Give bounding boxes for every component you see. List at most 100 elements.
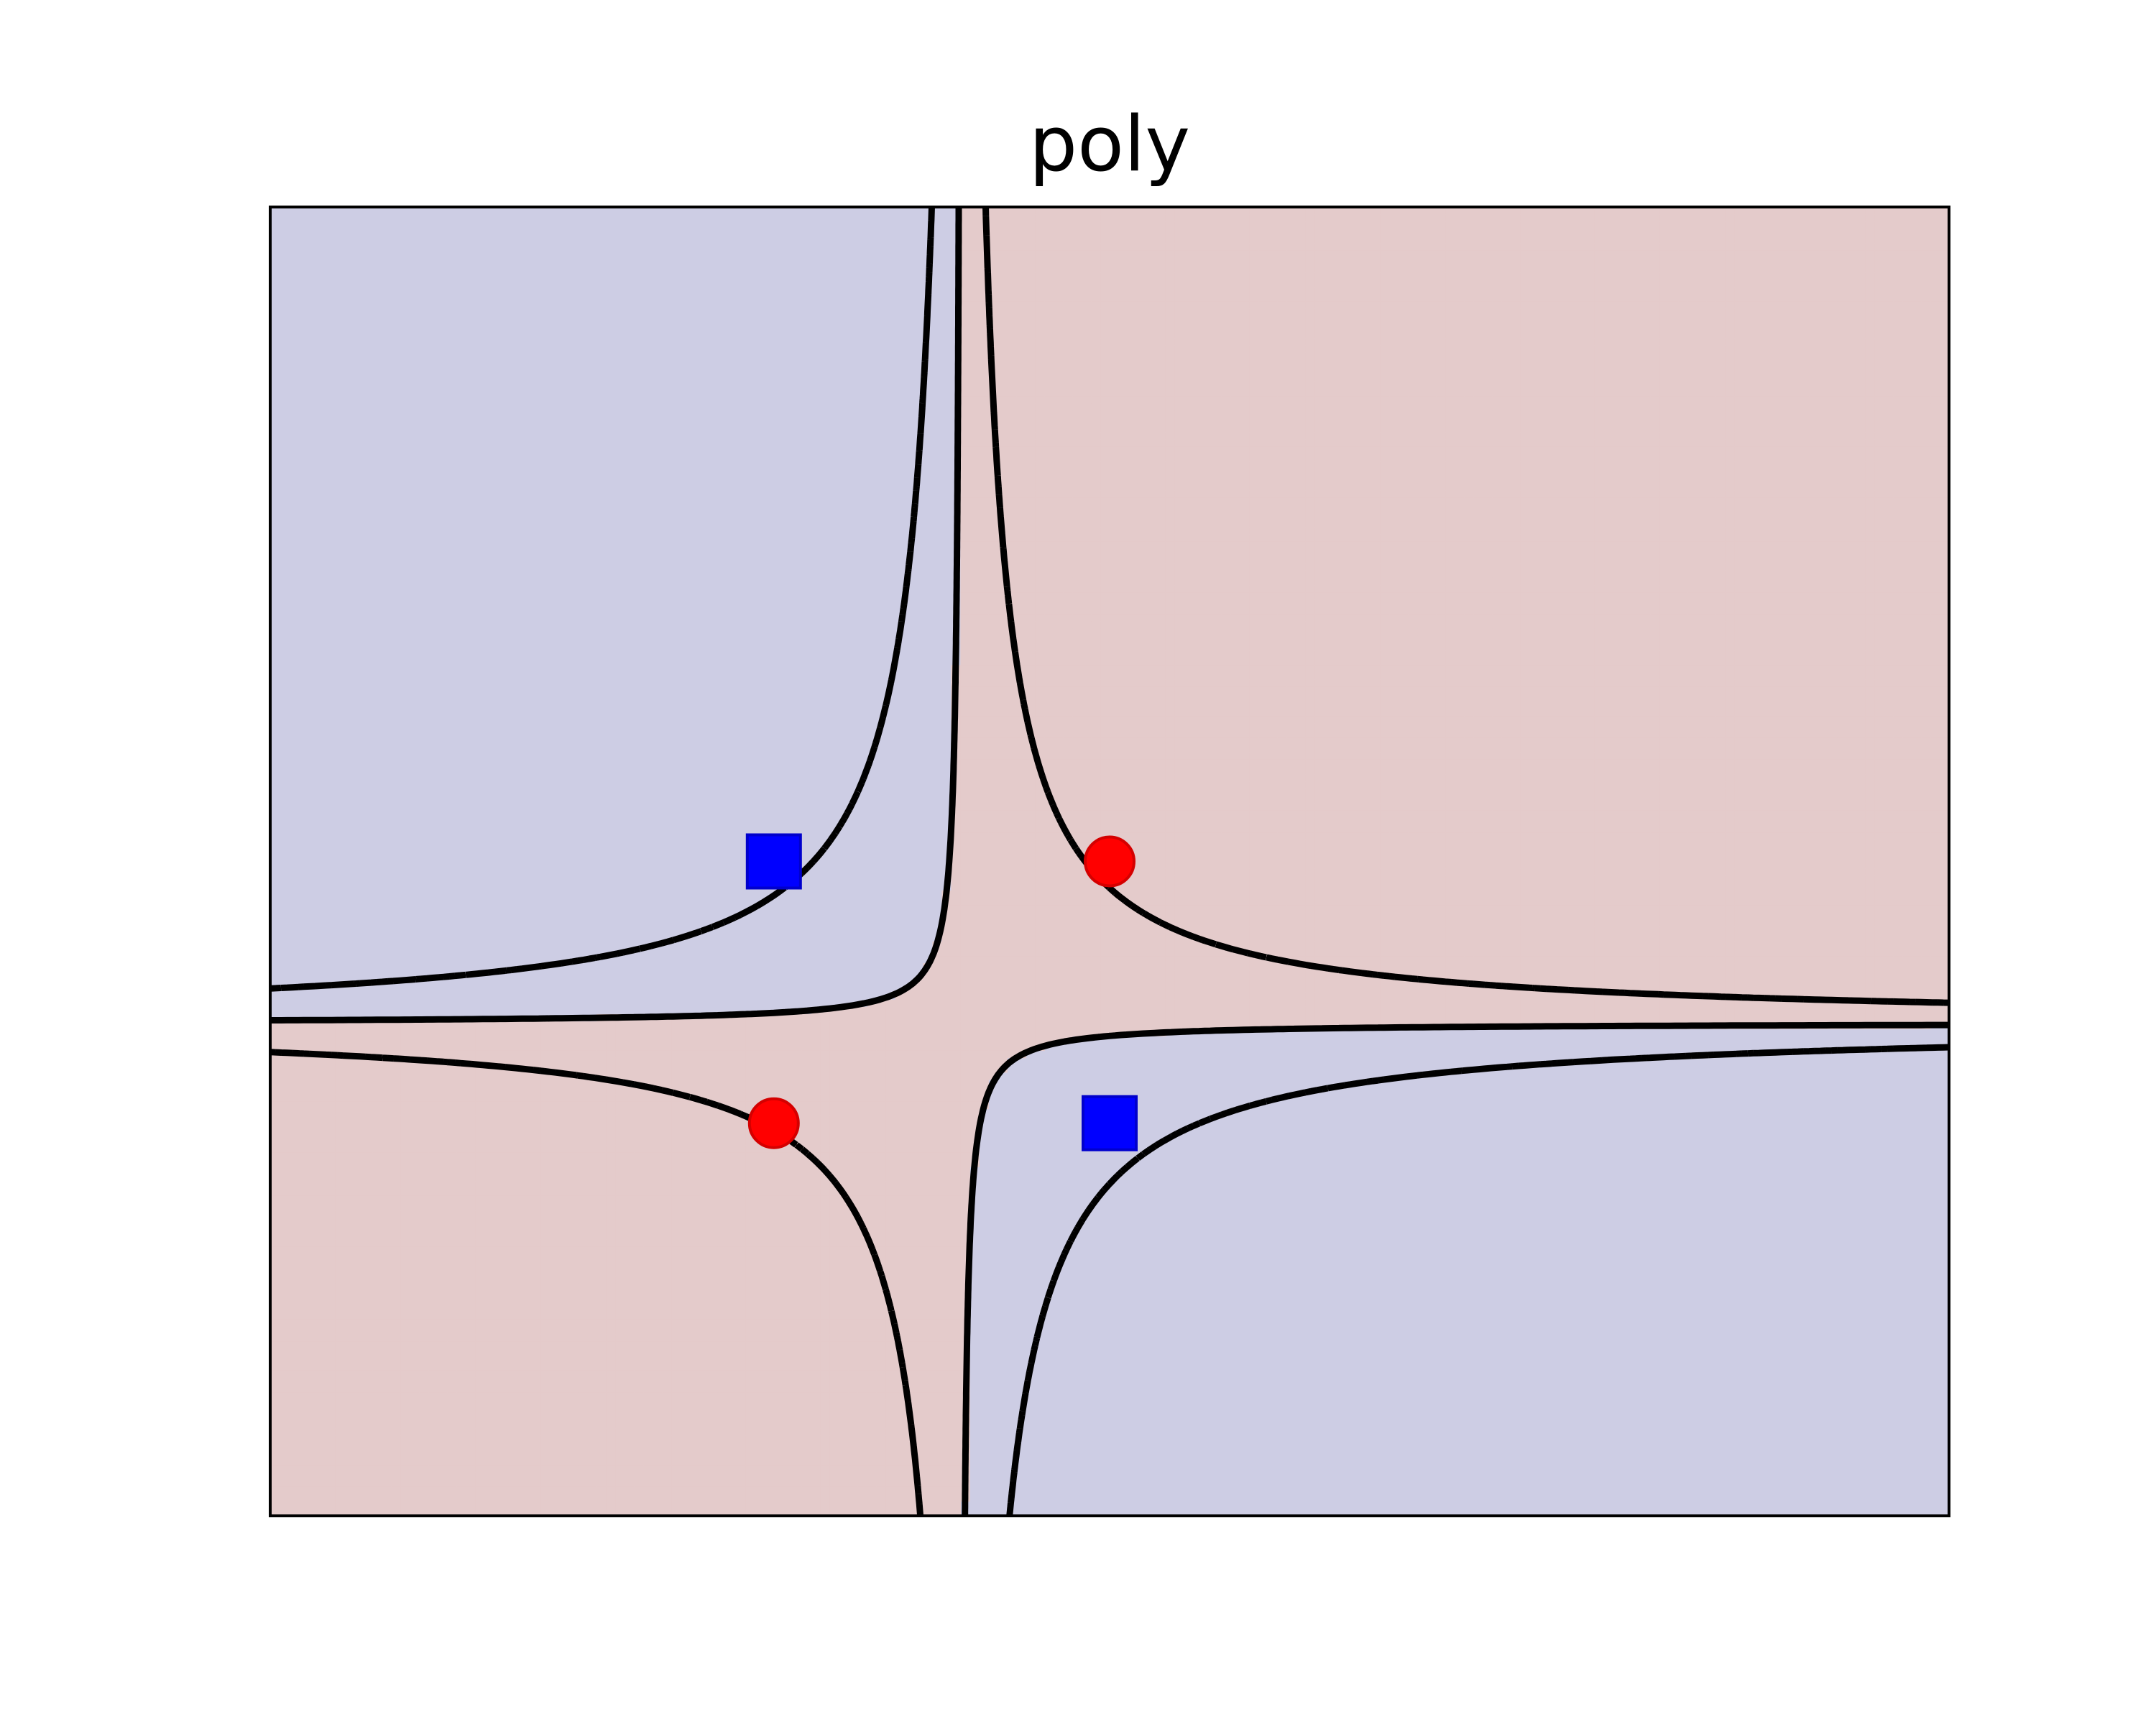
region-cell-positive xyxy=(1930,469,1940,477)
region-cell-positive xyxy=(1110,243,1120,252)
region-cell-positive xyxy=(1408,367,1418,375)
region-cell-positive xyxy=(1678,338,1689,346)
region-cell-positive xyxy=(1380,221,1390,229)
region-cell-positive xyxy=(1725,396,1736,404)
region-cell-positive xyxy=(1622,287,1633,295)
region-cell-positive xyxy=(988,541,998,550)
region-cell-positive xyxy=(1174,374,1185,382)
region-cell-positive xyxy=(1296,512,1307,520)
region-cell-positive xyxy=(1772,490,1782,499)
region-cell-positive xyxy=(1184,352,1194,361)
region-cell-positive xyxy=(1091,257,1101,266)
region-cell-positive xyxy=(1818,272,1828,280)
region-cell-positive xyxy=(1082,527,1092,535)
region-cell-positive xyxy=(1305,250,1316,259)
region-cell-positive xyxy=(1585,323,1595,331)
region-cell-positive xyxy=(1118,323,1129,331)
region-cell-positive xyxy=(1221,446,1232,455)
region-cell-positive xyxy=(1063,418,1073,426)
region-cell-positive xyxy=(1026,388,1036,397)
region-cell-positive xyxy=(969,505,980,513)
region-cell-positive xyxy=(1715,250,1726,259)
region-cell-positive xyxy=(1734,272,1745,280)
region-cell-positive xyxy=(1520,461,1530,469)
region-cell-positive xyxy=(1305,301,1316,310)
region-cell-positive xyxy=(1725,367,1736,375)
region-cell-positive xyxy=(1856,257,1866,266)
region-cell-positive xyxy=(1865,374,1875,382)
region-cell-positive xyxy=(1165,512,1176,520)
region-cell-positive xyxy=(1669,410,1680,418)
region-cell-positive xyxy=(1110,446,1120,455)
region-cell-positive xyxy=(1436,308,1446,317)
region-cell-positive xyxy=(1455,221,1465,229)
region-cell-positive xyxy=(998,490,1008,499)
region-cell-positive xyxy=(1352,490,1362,499)
region-cell-positive xyxy=(1566,359,1577,368)
region-cell-positive xyxy=(1118,359,1129,368)
region-cell-positive xyxy=(1026,287,1036,295)
region-cell-positive xyxy=(1772,418,1782,426)
region-cell-positive xyxy=(1054,287,1064,295)
region-cell-positive xyxy=(1501,439,1511,448)
region-cell-positive xyxy=(1641,374,1651,382)
region-cell-positive xyxy=(1781,345,1791,353)
region-cell-positive xyxy=(1296,352,1307,361)
region-cell-positive xyxy=(1035,432,1045,441)
region-cell-positive xyxy=(1566,301,1577,310)
region-cell-positive xyxy=(1202,461,1213,469)
region-cell-positive xyxy=(1324,243,1335,252)
region-cell-positive xyxy=(1566,294,1577,303)
region-cell-positive xyxy=(1342,243,1353,252)
region-cell-positive xyxy=(1240,476,1250,484)
region-cell-positive xyxy=(1240,497,1250,506)
region-cell-positive xyxy=(1930,214,1940,222)
region-cell-positive xyxy=(1268,214,1279,222)
region-cell-positive xyxy=(1511,345,1521,353)
region-cell-positive xyxy=(1837,250,1847,259)
region-cell-positive xyxy=(1893,221,1903,229)
region-cell-positive xyxy=(1361,264,1371,273)
region-cell-positive xyxy=(1856,359,1866,368)
region-cell-positive xyxy=(1743,403,1754,411)
region-cell-positive xyxy=(1100,512,1110,520)
region-cell-positive xyxy=(1678,316,1689,324)
region-cell-positive xyxy=(1538,374,1549,382)
region-cell-positive xyxy=(1511,250,1521,259)
region-cell-positive xyxy=(1725,287,1736,295)
region-cell-positive xyxy=(1874,287,1884,295)
region-cell-positive xyxy=(1277,280,1288,288)
region-cell-positive xyxy=(1828,250,1838,259)
region-cell-positive xyxy=(1063,243,1073,252)
region-cell-positive xyxy=(1809,330,1819,339)
region-cell-positive xyxy=(1342,425,1353,433)
region-cell-positive xyxy=(1501,381,1511,390)
region-cell-positive xyxy=(1417,272,1427,280)
region-cell-positive xyxy=(1557,221,1567,229)
region-cell-positive xyxy=(1734,425,1745,433)
region-cell-positive xyxy=(1884,264,1894,273)
region-cell-positive xyxy=(1455,316,1465,324)
region-cell-positive xyxy=(1492,388,1502,397)
region-cell-positive xyxy=(1072,316,1082,324)
region-cell-positive xyxy=(960,418,970,426)
region-cell-positive xyxy=(1286,396,1297,404)
region-cell-positive xyxy=(1063,374,1073,382)
region-cell-positive xyxy=(1743,527,1754,535)
region-cell-positive xyxy=(1174,214,1185,222)
region-cell-positive xyxy=(1659,446,1670,455)
region-cell-positive xyxy=(1277,345,1288,353)
region-cell-positive xyxy=(1659,534,1670,542)
region-cell-positive xyxy=(1091,316,1101,324)
region-cell-positive xyxy=(1314,461,1325,469)
region-cell-positive xyxy=(1921,294,1931,303)
region-cell-positive xyxy=(1352,439,1362,448)
region-cell-positive xyxy=(1678,330,1689,339)
region-cell-positive xyxy=(1893,330,1903,339)
region-cell-positive xyxy=(1865,520,1875,528)
region-cell-positive xyxy=(1314,418,1325,426)
region-cell-positive xyxy=(1221,345,1232,353)
region-cell-positive xyxy=(1809,250,1819,259)
region-cell-positive xyxy=(1557,264,1567,273)
region-cell-positive xyxy=(1370,280,1381,288)
